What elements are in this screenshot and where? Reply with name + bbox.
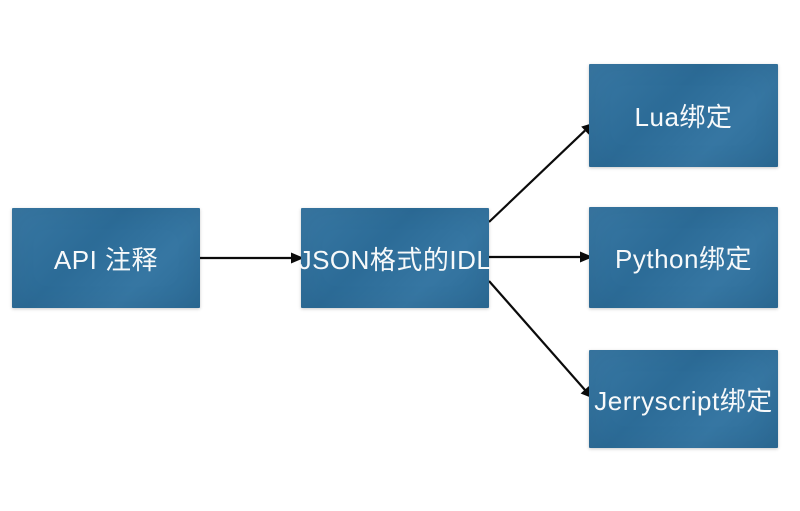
node-lua-binding-label: Lua绑定 xyxy=(634,102,733,132)
node-api-comments-label: API 注释 xyxy=(53,244,159,275)
arrow-idl-to-python xyxy=(489,251,593,263)
node-jerryscript-binding-label: Jerryscript绑定 xyxy=(594,385,773,416)
arrow-idl-to-jerryscript xyxy=(488,280,592,398)
arrow-api-to-idl xyxy=(200,252,304,264)
node-lua-binding: Lua绑定 xyxy=(589,64,778,167)
node-python-binding: Python绑定 xyxy=(589,207,778,308)
node-jerryscript-binding: Jerryscript绑定 xyxy=(589,350,778,448)
node-json-idl: JSON格式的IDL xyxy=(298,208,492,308)
node-json-idl-label: JSON格式的IDL xyxy=(298,244,492,275)
node-api-comments: API 注释 xyxy=(12,208,200,308)
node-python-binding-label: Python绑定 xyxy=(615,244,752,274)
arrow-idl-to-lua xyxy=(488,123,593,223)
